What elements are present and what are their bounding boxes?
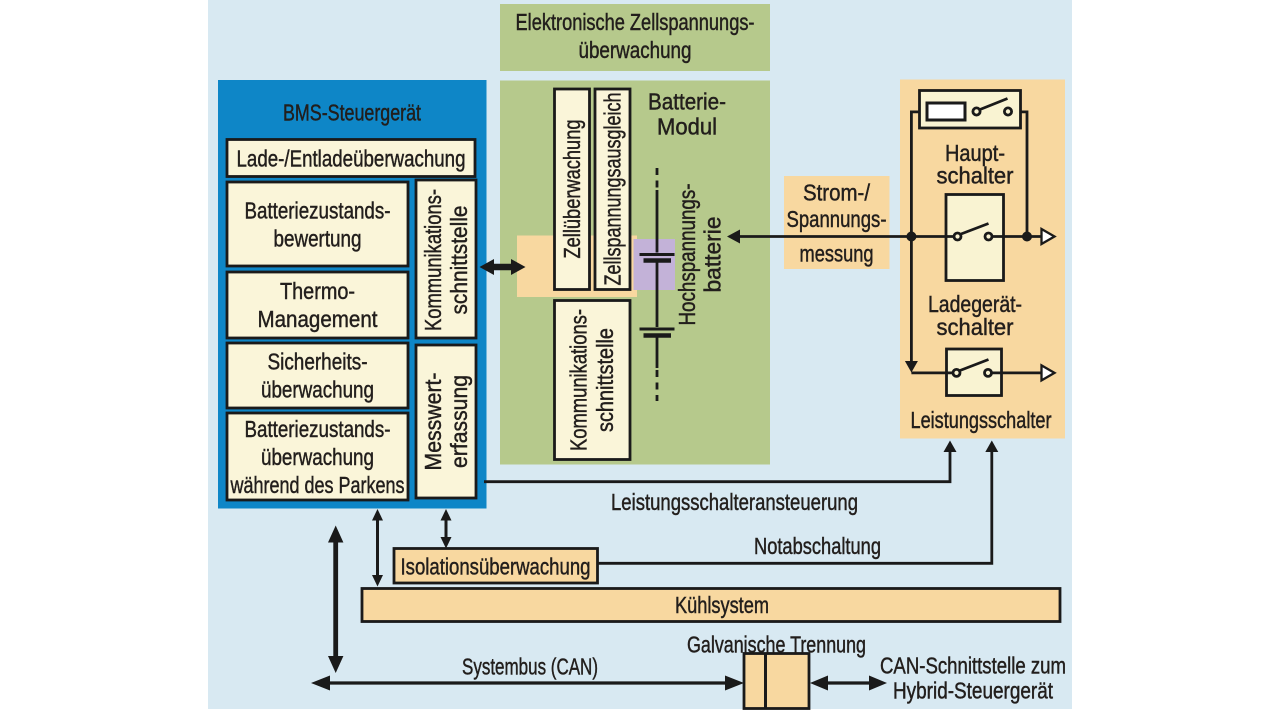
svg-text:Sicherheits-: Sicherheits- <box>268 349 368 375</box>
svg-text:bewertung: bewertung <box>274 226 362 252</box>
svg-text:Kühlsystem: Kühlsystem <box>675 592 769 618</box>
svg-text:Kommunikations-: Kommunikations- <box>420 189 446 331</box>
svg-text:BMS-Steuergerät: BMS-Steuergerät <box>283 100 421 126</box>
svg-text:erfassung: erfassung <box>446 375 472 468</box>
svg-text:Systembus (CAN): Systembus (CAN) <box>462 654 598 680</box>
svg-text:Strom-/: Strom-/ <box>803 180 871 206</box>
svg-text:überwachung: überwachung <box>579 37 692 63</box>
svg-text:Batteriezustands-: Batteriezustands- <box>245 416 391 442</box>
svg-text:Hybrid-Steuergerät: Hybrid-Steuergerät <box>893 678 1053 704</box>
svg-text:Ladegerät-: Ladegerät- <box>928 291 1022 317</box>
svg-text:Zellspannungsausgleich: Zellspannungsausgleich <box>600 93 626 286</box>
svg-text:Batterie-: Batterie- <box>648 89 726 115</box>
svg-text:Haupt-: Haupt- <box>945 140 1005 166</box>
svg-text:Lade-/Entladeüberwachung: Lade-/Entladeüberwachung <box>237 146 466 172</box>
svg-text:Leistungsschalter: Leistungsschalter <box>911 407 1052 433</box>
svg-text:schalter: schalter <box>937 314 1014 340</box>
svg-text:Elektronische Zellspannungs-: Elektronische Zellspannungs- <box>516 9 755 35</box>
svg-text:überwachung: überwachung <box>261 377 374 403</box>
svg-text:schnittstelle: schnittstelle <box>592 328 618 432</box>
svg-text:Leistungsschalteransteuerung: Leistungsschalteransteuerung <box>611 489 858 515</box>
svg-text:während des Parkens: während des Parkens <box>230 472 405 498</box>
svg-text:Modul: Modul <box>657 114 717 140</box>
svg-text:schnittstelle: schnittstelle <box>446 206 472 315</box>
svg-text:Spannungs-: Spannungs- <box>787 206 887 232</box>
svg-text:Batteriezustands-: Batteriezustands- <box>245 198 391 224</box>
svg-text:Isolationsüberwachung: Isolationsüberwachung <box>401 554 591 580</box>
svg-text:CAN-Schnittstelle zum: CAN-Schnittstelle zum <box>880 653 1066 679</box>
svg-text:Messwert-: Messwert- <box>420 373 446 471</box>
svg-text:schalter: schalter <box>937 163 1014 189</box>
svg-text:Zellüberwachung: Zellüberwachung <box>559 120 585 259</box>
svg-text:messung: messung <box>800 241 874 267</box>
svg-text:Kommunikations-: Kommunikations- <box>566 309 592 451</box>
svg-text:überwachung: überwachung <box>261 444 374 470</box>
svg-text:Notabschaltung: Notabschaltung <box>754 533 881 559</box>
svg-text:batterie: batterie <box>700 217 726 293</box>
svg-text:Galvanische Trennung: Galvanische Trennung <box>687 632 866 658</box>
svg-text:Thermo-: Thermo- <box>280 278 355 304</box>
svg-text:Management: Management <box>258 306 379 332</box>
svg-text:Hochspannungs-: Hochspannungs- <box>674 184 700 326</box>
